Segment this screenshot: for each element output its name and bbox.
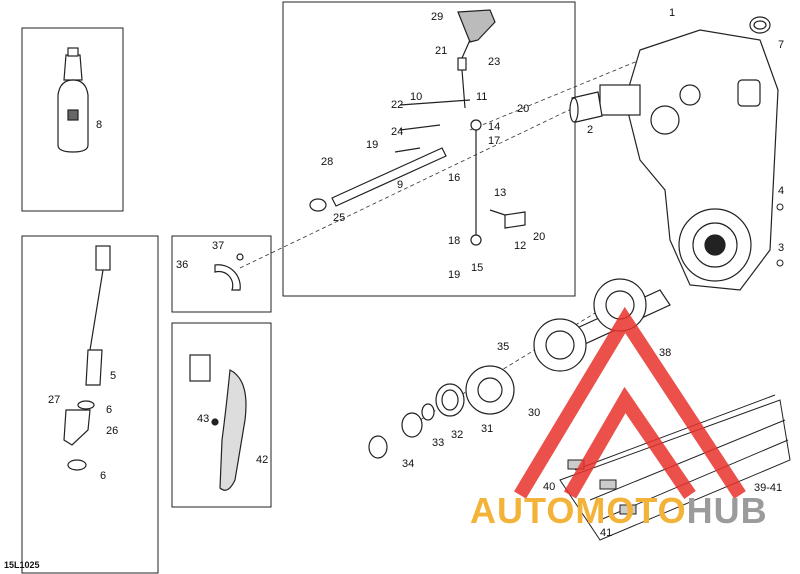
watermark-text: AUTOMOTOHUB: [470, 490, 768, 532]
part-label: 15: [471, 262, 484, 274]
part-label: 18: [448, 235, 461, 247]
part-label: 29: [431, 11, 444, 23]
part-label: 41: [600, 527, 613, 539]
part-label: 1: [669, 7, 676, 19]
gearbox-housing: [599, 29, 779, 291]
part-label: 10: [410, 91, 423, 103]
nut-3: [776, 259, 784, 267]
box-sensor-ring: [171, 235, 272, 313]
box-shift-linkage: [282, 1, 576, 297]
part-label: 3: [778, 242, 785, 254]
part-label: 35: [497, 341, 510, 353]
box-sensor: [21, 235, 159, 574]
part-label: 32: [451, 429, 464, 441]
part-label: 40: [543, 481, 556, 493]
wiring-harness: [189, 354, 247, 491]
part-label: 19: [366, 139, 379, 151]
sensor-ring: [214, 253, 244, 291]
part-label: 22: [391, 99, 404, 111]
part-label: 36: [176, 259, 189, 271]
part-label: 14: [488, 121, 501, 133]
part-label: 23: [488, 56, 501, 68]
part-label: 38: [659, 347, 672, 359]
part-label: 20: [517, 103, 530, 115]
part-label: 24: [391, 126, 404, 138]
part-label: 20: [533, 231, 546, 243]
drive-shaft-sprockets: [533, 278, 671, 372]
nut-4: [776, 203, 784, 211]
clip-41: [619, 504, 637, 515]
part-label: 34: [402, 458, 415, 470]
part-label: 12: [514, 240, 527, 252]
watermark-text-part2: HUB: [686, 490, 768, 531]
part-label: 13: [494, 187, 507, 199]
part-label: 5: [110, 370, 117, 382]
speed-sensor: [63, 245, 111, 471]
part-label: 19: [448, 269, 461, 281]
part-label: 6: [106, 404, 113, 416]
oil-bottle: [57, 47, 89, 153]
part-label: 33: [432, 437, 445, 449]
watermark-logo: [513, 306, 746, 499]
part-label: 17: [488, 135, 501, 147]
part-label: 31: [481, 423, 494, 435]
part-label: 11: [476, 91, 488, 103]
bearing-stack: [368, 365, 515, 459]
part-label: 4: [778, 185, 785, 197]
part-label: 25: [333, 212, 346, 224]
part-label: 30: [528, 407, 541, 419]
part-label: 42: [256, 454, 269, 466]
seal-7: [749, 16, 771, 34]
part-label: 7: [778, 39, 785, 51]
part-label: 2: [587, 124, 594, 136]
shift-linkage: [309, 9, 526, 246]
part-label: 8: [96, 119, 103, 131]
part-label: 28: [321, 156, 334, 168]
bushing-2: [569, 91, 603, 123]
part-label: 6: [100, 470, 107, 482]
part-label: 27: [48, 394, 61, 406]
part-label: 37: [212, 240, 225, 252]
part-label: 39-41: [754, 482, 783, 494]
part-label: 21: [435, 45, 448, 57]
part-label: 16: [448, 172, 461, 184]
part-label: 9: [397, 179, 404, 191]
watermark-text-part1: AUTOMOTO: [470, 490, 687, 531]
part-label: 26: [106, 425, 119, 437]
box-harness: [171, 322, 272, 508]
part-label: 43: [197, 413, 210, 425]
box-oil-bottle: [21, 27, 124, 212]
diagram-code: 15L1025: [4, 560, 40, 570]
